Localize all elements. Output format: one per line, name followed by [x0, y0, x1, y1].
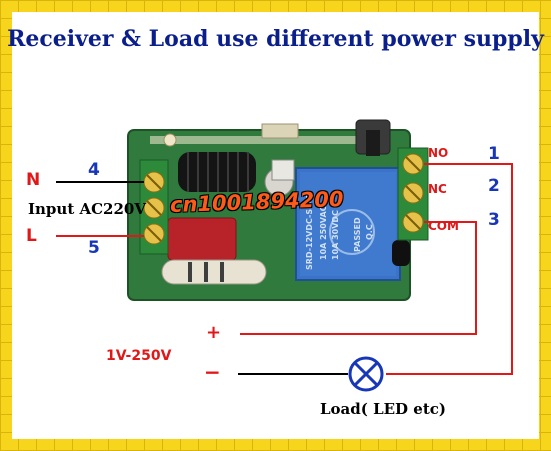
number-5: 5: [88, 238, 100, 258]
number-4: 4: [88, 160, 100, 180]
svg-text:PASSED: PASSED: [353, 217, 362, 252]
label-input-ac220v: Input AC220V: [28, 200, 146, 218]
svg-text:Q.C: Q.C: [365, 224, 374, 240]
terminal-block-left: [139, 159, 169, 255]
number-2: 2: [488, 176, 500, 196]
label-com: COM: [428, 219, 459, 233]
label-no: NO: [428, 146, 449, 160]
antenna-coil: [178, 152, 256, 192]
relay: SRD-12VDC-SL-C 10A 250VAC 10A 30VDC PASS…: [295, 167, 401, 281]
svg-text:SRD-12VDC-SL-C: SRD-12VDC-SL-C: [305, 194, 314, 270]
label-nc: NC: [428, 182, 447, 196]
svg-text:10A 250VAC: 10A 250VAC: [319, 205, 328, 260]
number-1: 1: [488, 144, 500, 164]
label-voltage: 1V-250V: [106, 348, 172, 364]
plus-sign: +: [206, 322, 222, 343]
load-lamp-icon: [348, 356, 384, 392]
wire-no-to-load: [386, 163, 513, 375]
power-resistor: [161, 259, 267, 285]
minus-sign: −: [204, 360, 221, 384]
terminal-block-right: [397, 147, 429, 241]
wire-com-to-plus: [240, 221, 477, 335]
number-3: 3: [488, 210, 500, 230]
label-load: Load( LED etc): [320, 400, 446, 418]
label-n: N: [26, 170, 41, 190]
label-l: L: [26, 226, 37, 246]
transistor: [392, 240, 410, 266]
led-component: [163, 133, 177, 147]
svg-text:10A 30VDC: 10A 30VDC: [331, 210, 340, 260]
diagram-title: Receiver & Load use different power supp…: [7, 26, 544, 52]
